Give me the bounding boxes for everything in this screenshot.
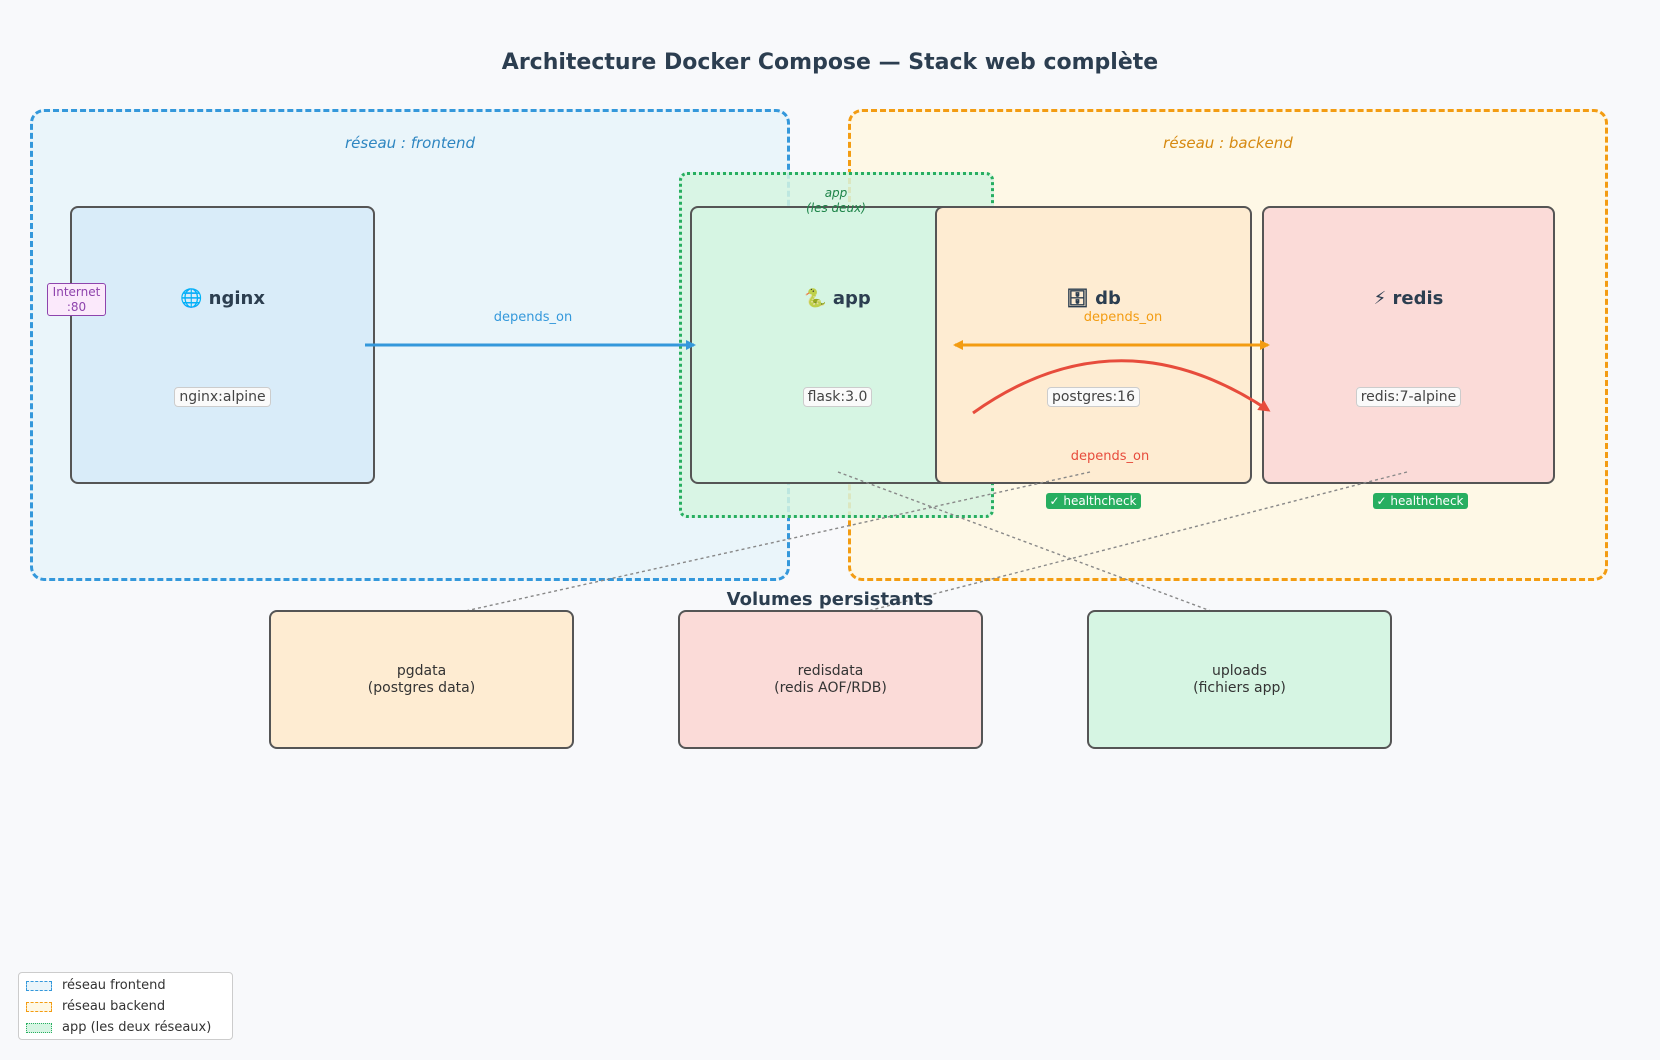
- service-db-title: 🗄 db: [1066, 288, 1121, 309]
- volume-pgdata[interactable]: pgdata (postgres data): [269, 610, 574, 749]
- volume-redisdata[interactable]: redisdata (redis AOF/RDB): [678, 610, 983, 749]
- volume-uploads[interactable]: uploads (fichiers app): [1087, 610, 1392, 749]
- service-nginx-image: nginx:alpine: [174, 387, 271, 407]
- edge-nginx-app-label: depends_on: [493, 310, 573, 325]
- volume-pgdata-desc: (postgres data): [367, 679, 476, 696]
- diagram-title: Architecture Docker Compose — Stack web …: [501, 50, 1159, 75]
- legend-item-frontend: réseau frontend: [26, 978, 166, 993]
- service-db-image: postgres:16: [1046, 387, 1140, 407]
- legend-item-backend: réseau backend: [26, 999, 165, 1014]
- mount-line-app-uploads: [837, 471, 1236, 621]
- service-app-image: flask:3.0: [802, 387, 873, 407]
- network-backend-label: réseau : backend: [1163, 134, 1293, 152]
- mount-line-redis-redisdata: [832, 471, 1408, 621]
- app-zone-label: app (les deux): [806, 186, 866, 215]
- edge-app-redis-label: depends_on: [1070, 449, 1150, 464]
- redis-healthcheck-badge: ✓ healthcheck: [1372, 493, 1468, 509]
- volume-uploads-desc: (fichiers app): [1193, 679, 1286, 696]
- service-redis[interactable]: ⚡ redis redis:7-alpine: [1262, 206, 1555, 484]
- service-nginx-title: 🌐 nginx: [180, 288, 265, 309]
- volumes-heading: Volumes persistants: [726, 589, 934, 610]
- edge-app-backend-label: depends_on: [1083, 310, 1163, 325]
- volume-uploads-name: uploads: [1212, 662, 1267, 679]
- volume-pgdata-name: pgdata: [396, 662, 447, 679]
- legend: réseau frontend réseau backend app (les …: [18, 972, 233, 1040]
- service-redis-title: ⚡ redis: [1373, 288, 1444, 309]
- edge-app-redis: [972, 359, 1271, 415]
- volume-redisdata-name: redisdata: [797, 662, 864, 679]
- service-app-title: 🐍 app: [804, 288, 871, 309]
- legend-item-app: app (les deux réseaux): [26, 1020, 211, 1035]
- network-frontend-label: réseau : frontend: [345, 134, 475, 152]
- volume-redisdata-desc: (redis AOF/RDB): [774, 679, 887, 696]
- internet-port-label: Internet :80: [47, 283, 106, 316]
- db-healthcheck-badge: ✓ healthcheck: [1045, 493, 1141, 509]
- service-redis-image: redis:7-alpine: [1355, 387, 1462, 407]
